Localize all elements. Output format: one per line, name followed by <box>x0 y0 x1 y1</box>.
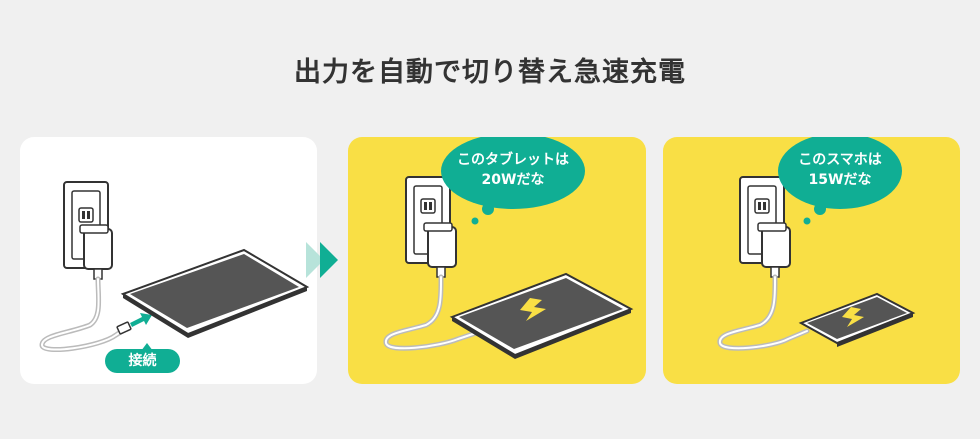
charger-icon <box>423 222 457 278</box>
bubble-line-2: 15Wだな <box>808 172 872 188</box>
next-arrow-icon <box>306 242 338 278</box>
connect-illustration <box>39 181 310 353</box>
lightning-icon <box>842 307 864 327</box>
bubble-text: このスマホは 15Wだな <box>775 150 905 190</box>
panel-tablet: このタブレットは 20Wだな <box>348 137 646 384</box>
panel-connect <box>20 137 317 384</box>
tablet-illustration <box>383 176 634 359</box>
bubble-line-2: 20Wだな <box>481 172 545 188</box>
connect-badge: 接続 <box>105 349 180 373</box>
lightning-icon <box>520 298 546 321</box>
smartphone-illustration <box>717 176 916 351</box>
tablet-icon <box>120 248 310 338</box>
speech-bubble <box>778 137 902 209</box>
charger-icon <box>757 222 791 278</box>
bubble-text: このタブレットは 20Wだな <box>438 150 588 190</box>
charger-icon <box>79 224 113 280</box>
bubble-line-1: このスマホは <box>798 152 882 168</box>
speech-bubble <box>441 137 585 209</box>
page-title: 出力を自動で切り替え急速充電 <box>294 57 686 88</box>
bubble-line-1: このタブレットは <box>457 152 569 168</box>
tablet-icon <box>449 272 634 359</box>
panel-smartphone: このスマホは 15Wだな <box>663 137 960 384</box>
